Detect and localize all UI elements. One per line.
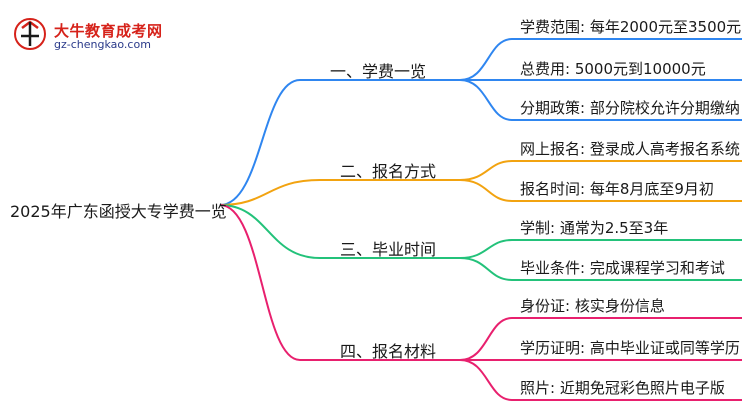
root-node: 2025年广东函授大专学费一览 <box>10 202 227 221</box>
branch-1-lines <box>219 38 742 206</box>
leaf-4-2: 学历证明: 高中毕业证或同等学历 <box>520 339 740 357</box>
leaf-4-3: 照片: 近期免冠彩色照片电子版 <box>520 379 725 397</box>
logo-url: gz-chengkao.com <box>54 38 151 51</box>
branch-1-label: 一、学费一览 <box>330 62 427 81</box>
leaf-1-2: 总费用: 5000元到10000元 <box>520 60 706 78</box>
leaf-3-2: 毕业条件: 完成课程学习和考试 <box>520 259 725 277</box>
branch-4-label: 四、报名材料 <box>340 342 437 361</box>
branch-2-lines <box>219 160 742 206</box>
branch-3-lines <box>219 204 742 281</box>
branch-4-lines <box>219 204 742 401</box>
leaf-1-1: 学费范围: 每年2000元至3500元 <box>520 18 742 36</box>
logo-title: 大牛教育成考网 <box>54 22 163 40</box>
branch-3-label: 三、毕业时间 <box>340 240 437 259</box>
leaf-3-1: 学制: 通常为2.5至3年 <box>520 219 669 237</box>
leaf-4-1: 身份证: 核实身份信息 <box>520 297 665 315</box>
leaf-2-2: 报名时间: 每年8月底至9月初 <box>520 180 714 198</box>
leaf-2-1: 网上报名: 登录成人高考报名系统 <box>520 140 740 158</box>
logo-mark-icon <box>14 18 46 50</box>
branch-2-label: 二、报名方式 <box>340 162 437 181</box>
leaf-1-3: 分期政策: 部分院校允许分期缴纳 <box>520 99 740 117</box>
